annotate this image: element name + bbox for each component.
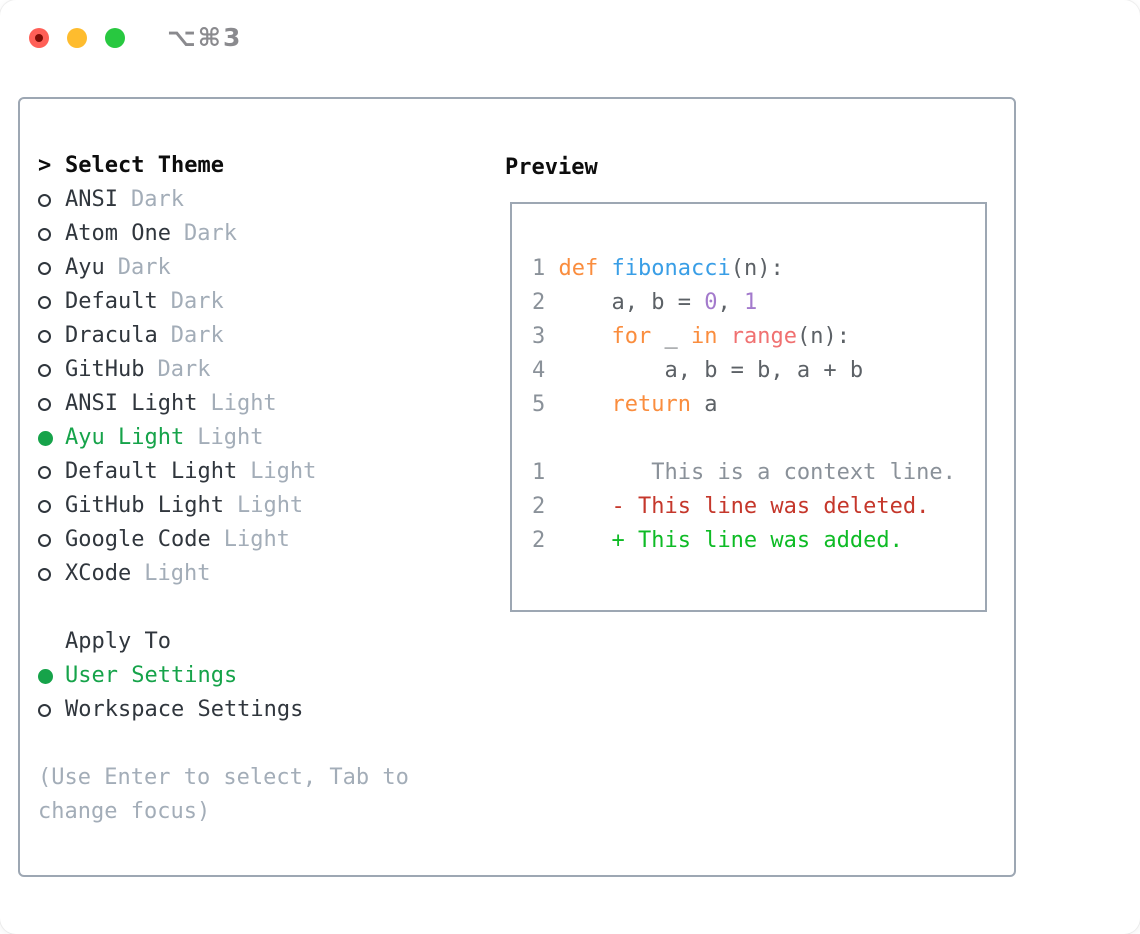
close-button[interactable] bbox=[29, 28, 49, 48]
theme-name: Default bbox=[65, 289, 158, 314]
theme-option-atom-one[interactable]: Atom One Dark bbox=[38, 217, 458, 251]
theme-variant-tag: Dark bbox=[183, 221, 237, 246]
window-title-shortcut: ⌥⌘3 bbox=[167, 23, 243, 52]
radio-icon bbox=[38, 295, 65, 309]
radio-icon bbox=[38, 465, 65, 479]
titlebar: ⌥⌘3 bbox=[0, 0, 1140, 70]
preview-header: Preview bbox=[505, 155, 598, 180]
code-line: 3 for _ in range(n): bbox=[532, 324, 850, 349]
code-line bbox=[532, 422, 985, 456]
theme-name: ANSI bbox=[65, 187, 118, 212]
apply-to-title: Apply To bbox=[65, 629, 171, 654]
theme-option-ansi[interactable]: ANSI Dark bbox=[38, 183, 458, 217]
radio-icon bbox=[38, 499, 65, 513]
theme-option-xcode[interactable]: XCode Light bbox=[38, 557, 458, 591]
radio-selected-icon bbox=[38, 430, 65, 446]
document-edited-dot-icon bbox=[35, 34, 43, 42]
theme-name: Atom One bbox=[65, 221, 171, 246]
theme-name: XCode bbox=[65, 561, 132, 586]
theme-variant-tag: Light bbox=[250, 459, 317, 484]
theme-option-ayu[interactable]: Ayu Dark bbox=[38, 251, 458, 285]
theme-variant-tag: Light bbox=[197, 425, 264, 450]
theme-variant-tag: Dark bbox=[170, 289, 224, 314]
theme-variant-tag: Light bbox=[144, 561, 211, 586]
code-line: 2 + This line was added. bbox=[532, 528, 903, 553]
radio-icon bbox=[38, 261, 65, 275]
code-preview: 1 def fibonacci(n): 2 a, b = 0, 1 3 for _ … bbox=[512, 204, 985, 558]
apply-to-header: Apply To bbox=[38, 625, 458, 659]
theme-option-github-light[interactable]: GitHub Light Light bbox=[38, 489, 458, 523]
theme-option-google-code[interactable]: Google Code Light bbox=[38, 523, 458, 557]
apply-option-workspace-settings[interactable]: Workspace Settings bbox=[38, 693, 458, 727]
theme-option-default[interactable]: Default Dark bbox=[38, 285, 458, 319]
theme-option-github[interactable]: GitHub Dark bbox=[38, 353, 458, 387]
code-line: 2 - This line was deleted. bbox=[532, 494, 930, 519]
theme-option-ayu-light[interactable]: Ayu Light Light bbox=[38, 421, 458, 455]
theme-variant-tag: Dark bbox=[130, 187, 184, 212]
theme-name: Google Code bbox=[65, 527, 211, 552]
apply-option-label: Workspace Settings bbox=[65, 697, 304, 722]
code-line: 4 a, b = b, a + b bbox=[532, 358, 864, 383]
theme-name: Dracula bbox=[65, 323, 158, 348]
theme-option-default-light[interactable]: Default Light Light bbox=[38, 455, 458, 489]
theme-option-dracula[interactable]: Dracula Dark bbox=[38, 319, 458, 353]
theme-variant-tag: Light bbox=[236, 493, 304, 518]
cursor-icon: > bbox=[38, 153, 52, 178]
theme-name: Default Light bbox=[65, 459, 238, 484]
zoom-button[interactable] bbox=[105, 28, 125, 48]
apply-option-label: User Settings bbox=[65, 663, 238, 688]
radio-selected-icon bbox=[38, 668, 65, 684]
select-theme-title: Select Theme bbox=[65, 153, 224, 178]
theme-name: Ayu Light bbox=[65, 425, 185, 450]
code-line: 5 return a bbox=[532, 392, 718, 417]
radio-icon bbox=[38, 227, 65, 241]
theme-variant-tag: Light bbox=[223, 527, 290, 552]
code-line: 2 a, b = 0, 1 bbox=[532, 290, 758, 315]
radio-icon bbox=[38, 567, 65, 581]
radio-icon bbox=[38, 703, 65, 717]
theme-name: GitHub bbox=[65, 357, 145, 382]
radio-icon bbox=[38, 329, 65, 343]
help-text: (Use Enter to select, Tab to change focu… bbox=[38, 765, 409, 824]
theme-variant-tag: Light bbox=[210, 391, 277, 416]
theme-variant-tag: Dark bbox=[157, 357, 211, 382]
radio-icon bbox=[38, 363, 65, 377]
theme-name: GitHub Light bbox=[65, 493, 224, 518]
theme-variant-tag: Dark bbox=[117, 255, 171, 280]
code-line: 1 This is a context line. bbox=[532, 460, 956, 485]
select-theme-header: > Select Theme bbox=[38, 149, 458, 183]
theme-variant-tag: Dark bbox=[170, 323, 224, 348]
apply-option-user-settings[interactable]: User Settings bbox=[38, 659, 458, 693]
minimize-button[interactable] bbox=[67, 28, 87, 48]
radio-icon bbox=[38, 533, 65, 547]
code-line: 1 def fibonacci(n): bbox=[532, 256, 784, 281]
preview-box: 1 def fibonacci(n): 2 a, b = 0, 1 3 for _ … bbox=[510, 202, 987, 612]
radio-icon bbox=[38, 397, 65, 411]
radio-icon bbox=[38, 193, 65, 207]
theme-name: ANSI Light bbox=[65, 391, 198, 416]
theme-name: Ayu bbox=[65, 255, 105, 280]
theme-option-ansi-light[interactable]: ANSI Light Light bbox=[38, 387, 458, 421]
